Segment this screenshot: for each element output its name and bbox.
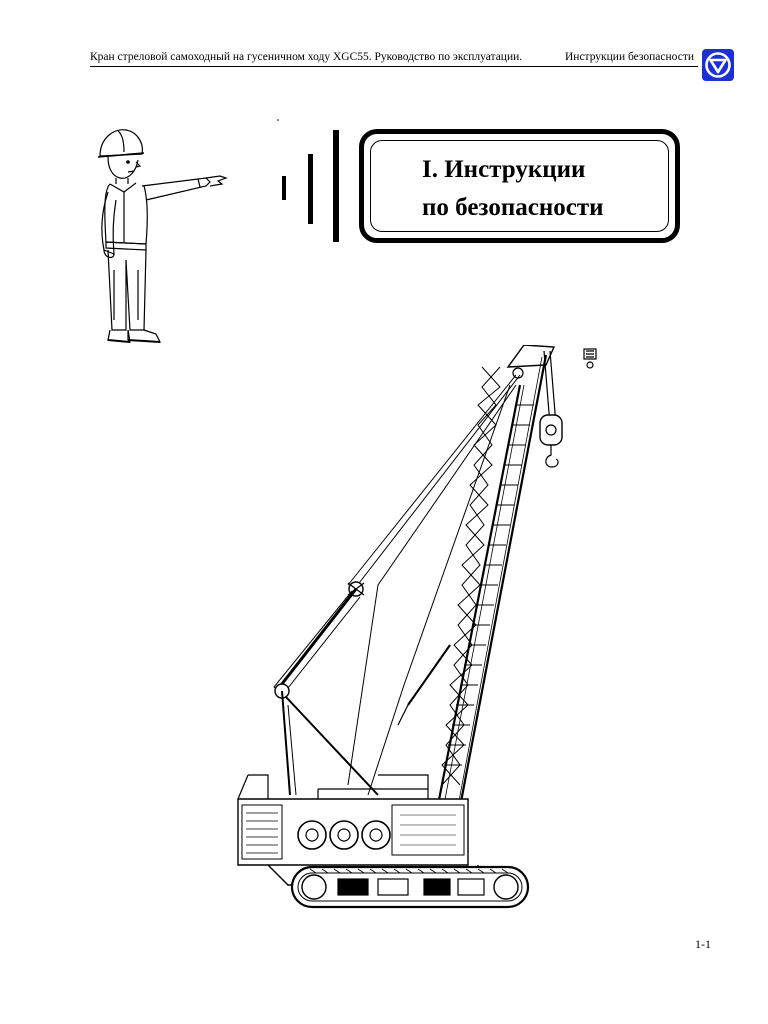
section-title-line-1: I. Инструкции [422, 156, 586, 183]
page-header: Кран стреловой самоходный на гусеничном … [90, 48, 698, 67]
decorative-signal-bars [277, 119, 339, 242]
section-title-line-2: по безопасности [422, 194, 604, 221]
page-number: 1-1 [695, 937, 711, 951]
title-box-inner-border [370, 140, 669, 232]
header-section-title: Инструкции безопасности [564, 51, 694, 63]
header-document-title: Кран стреловой самоходный на гусеничном … [90, 51, 523, 63]
xcmg-logo-icon [702, 49, 734, 81]
pointing-worker-icon [97, 129, 228, 343]
section-title-box: I. Инструкции по безопасности [359, 129, 680, 243]
crawler-crane-illustration [237, 345, 597, 909]
